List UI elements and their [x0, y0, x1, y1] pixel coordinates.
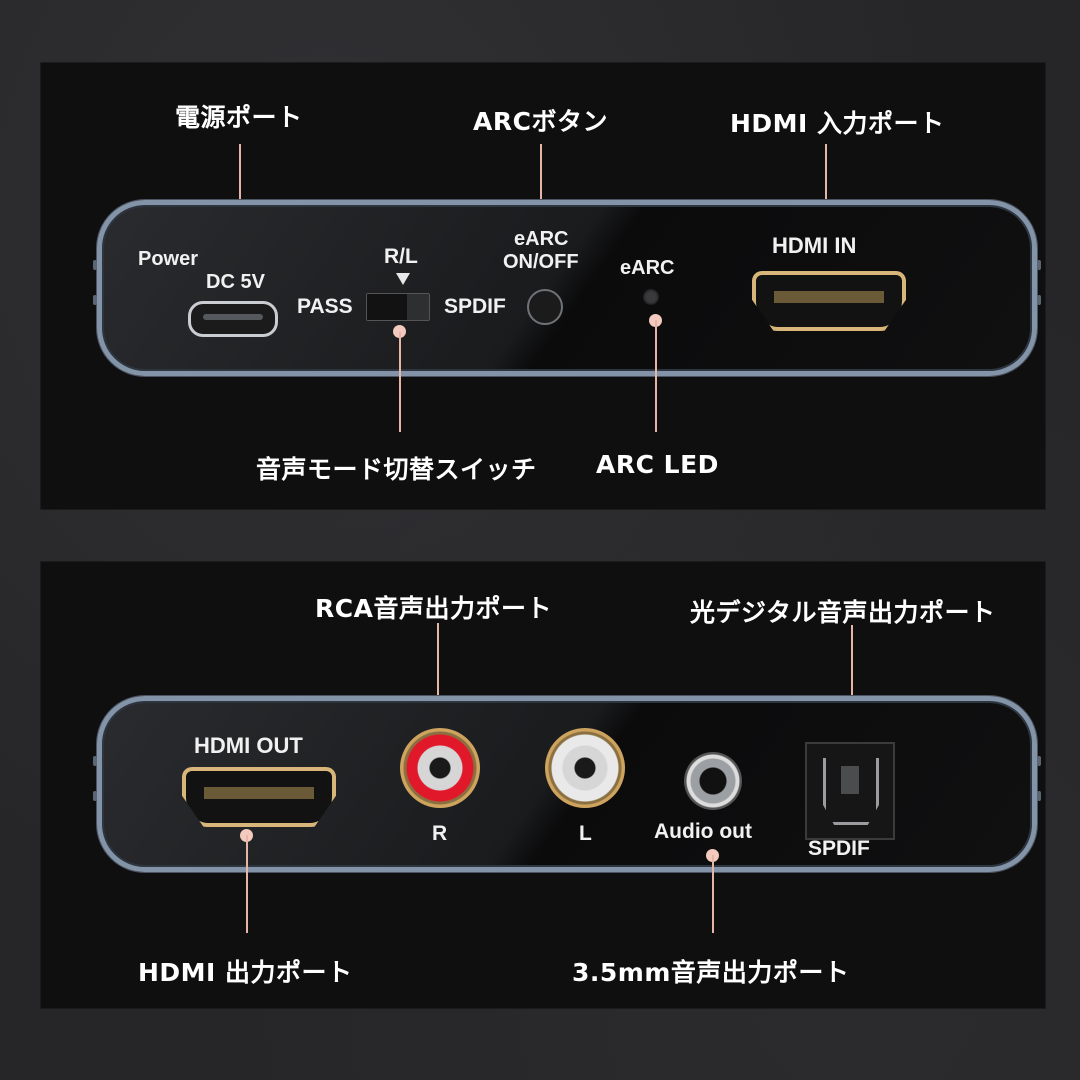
leader-line-optical — [851, 625, 853, 733]
callout-rca-port: RCA音声出力ポート — [315, 594, 552, 623]
earc-led — [643, 289, 659, 305]
device-rear-panel: HDMI OUT R L Audio out SPDIF — [93, 696, 1041, 872]
callout-arc-button: ARCボタン — [473, 107, 608, 136]
label-r: R — [432, 822, 448, 845]
callout-hdmi-in-port: HDMI 入力ポート — [730, 109, 945, 138]
rca-right-port[interactable] — [400, 728, 480, 808]
vent — [93, 791, 97, 801]
leader-line-jack — [712, 855, 714, 933]
label-l: L — [579, 822, 592, 845]
leader-line-switch — [399, 332, 401, 432]
label-spdif-out: SPDIF — [808, 837, 870, 860]
earc-button[interactable] — [527, 289, 563, 325]
leader-line-hdmi-in — [825, 144, 827, 230]
vent — [1037, 295, 1041, 305]
label-dc-5v: DC 5V — [206, 271, 265, 293]
vent — [1037, 791, 1041, 801]
label-earc-led: eARC — [620, 257, 675, 279]
leader-line-arc-led — [655, 320, 657, 432]
label-hdmi-out: HDMI OUT — [194, 733, 303, 758]
label-earc-button-line1: eARC — [514, 228, 569, 250]
vent — [93, 756, 97, 766]
leader-dot-switch — [393, 325, 406, 338]
bottom-panel: RCA音声出力ポート 光デジタル音声出力ポート HDMI OUT R L Aud… — [40, 561, 1046, 1009]
label-spdif: SPDIF — [444, 295, 506, 318]
arrow-down-icon — [396, 273, 410, 285]
leader-line-rca — [437, 623, 439, 711]
vent — [1037, 260, 1041, 270]
label-power: Power — [138, 248, 199, 270]
audio-mode-switch[interactable] — [366, 293, 430, 321]
vent — [1037, 756, 1041, 766]
rca-left-port[interactable] — [545, 728, 625, 808]
device-front-panel: Power DC 5V R/L PASS SPDIF eARC ON/OFF e… — [93, 200, 1041, 376]
vent — [93, 260, 97, 270]
callout-hdmi-out-port: HDMI 出力ポート — [138, 958, 353, 987]
hdmi-out-port[interactable] — [182, 767, 336, 827]
top-panel: 電源ポート ARCボタン HDMI 入力ポート Power DC 5V R/L … — [40, 62, 1046, 510]
leader-line-power — [239, 144, 241, 244]
callout-optical-port: 光デジタル音声出力ポート — [690, 598, 996, 627]
hdmi-in-port[interactable] — [752, 271, 906, 331]
callout-power-port: 電源ポート — [175, 103, 303, 132]
optical-spdif-port[interactable] — [805, 742, 895, 840]
label-earc-button-line2: ON/OFF — [503, 251, 579, 273]
label-pass: PASS — [297, 295, 353, 318]
callout-arc-led: ARC LED — [596, 450, 719, 479]
label-hdmi-in: HDMI IN — [772, 233, 857, 258]
vent — [93, 295, 97, 305]
audio-jack-port[interactable] — [684, 752, 742, 810]
leader-line-arc-button — [540, 144, 542, 230]
switch-knob — [367, 294, 407, 320]
callout-audio-mode-switch: 音声モード切替スイッチ — [256, 455, 537, 484]
leader-line-hdmi-out — [246, 835, 248, 933]
label-audio-out: Audio out — [654, 820, 752, 843]
usb-c-power-port[interactable] — [188, 301, 278, 337]
label-rl: R/L — [384, 245, 418, 268]
callout-jack-port: 3.5mm音声出力ポート — [572, 958, 850, 987]
